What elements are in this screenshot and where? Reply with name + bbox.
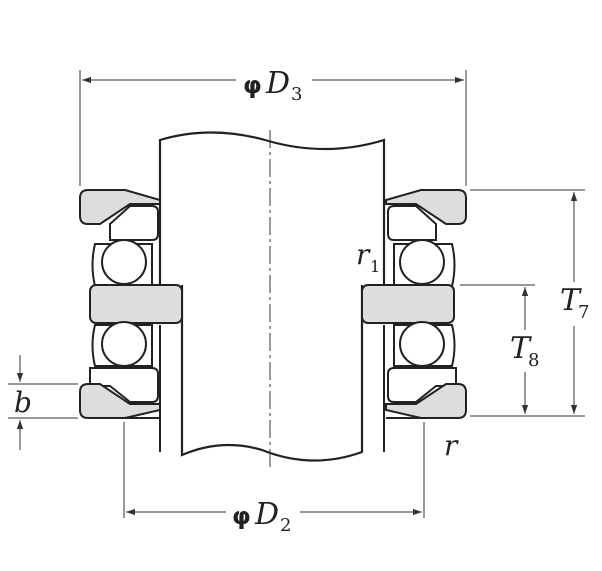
label-r1-main: r — [356, 238, 371, 271]
washer-bottom-left — [79, 383, 161, 419]
label-t8: T 8 — [510, 331, 539, 371]
label-d2-phi: φ — [232, 502, 251, 530]
label-d2-main: D — [254, 497, 279, 532]
label-d2: φ D 2 — [232, 497, 291, 536]
washer-top-left — [79, 189, 161, 225]
dimensions — [8, 70, 585, 518]
shaft-lower — [180, 285, 364, 462]
bearing-left — [79, 189, 183, 419]
seat-bottom-right — [387, 367, 457, 403]
label-r: r — [444, 429, 459, 462]
contact-lines — [152, 284, 394, 323]
ball-bottom-left — [101, 321, 147, 367]
washer-bottom-right — [385, 383, 467, 419]
ball-top-left — [101, 239, 147, 285]
label-t8-main: T — [510, 331, 532, 366]
washer-mid-left — [89, 284, 183, 324]
label-t7-sub: 7 — [578, 302, 589, 323]
seat-top-right — [387, 205, 437, 241]
label-t8-sub: 8 — [528, 350, 539, 371]
bearing-right — [361, 189, 467, 419]
label-t7-main: T — [560, 283, 582, 318]
ball-bottom-right — [399, 321, 445, 367]
label-b: b — [14, 386, 32, 419]
label-d3-sub: 3 — [291, 84, 302, 105]
washer-top-right — [385, 189, 467, 225]
label-d3-main: D — [265, 66, 290, 101]
label-r1: r 1 — [356, 238, 380, 276]
ball-top-right — [399, 239, 445, 285]
housing-walls — [159, 325, 385, 452]
washer-mid-right — [361, 284, 455, 324]
label-d3: φ D 3 — [243, 66, 302, 105]
shaft-upper — [158, 131, 386, 285]
seat-bottom-left — [89, 367, 159, 403]
label-d2-sub: 2 — [280, 515, 291, 536]
seat-top-left — [109, 205, 159, 241]
label-d3-phi: φ — [243, 71, 262, 99]
label-t7: T 7 — [560, 283, 589, 323]
label-r1-sub: 1 — [370, 257, 380, 276]
shaft — [158, 131, 386, 462]
